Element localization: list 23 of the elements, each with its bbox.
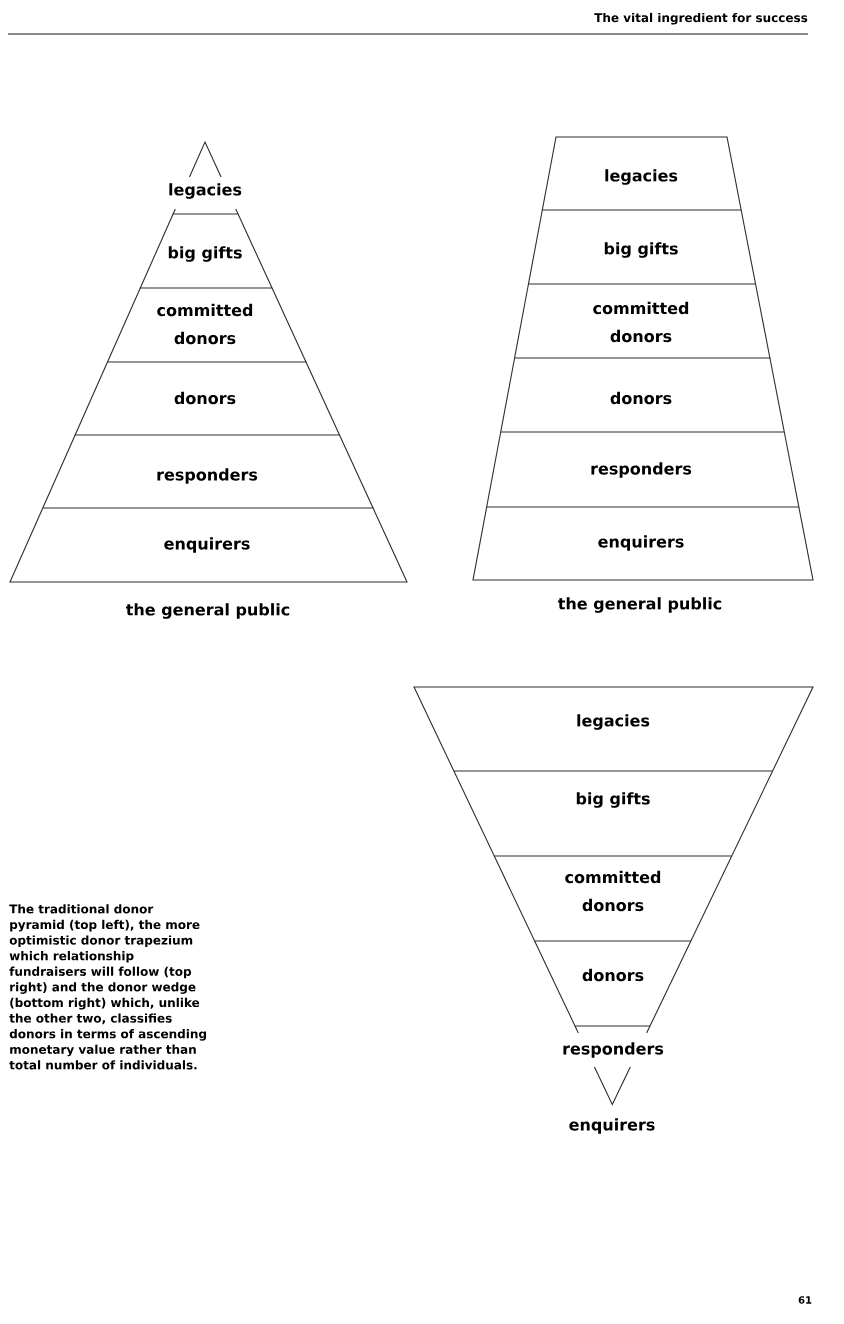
- wedge-tier: donors: [534, 940, 692, 1027]
- wedge-tier: committed donors: [493, 855, 733, 942]
- trapezium-tier: donors: [500, 357, 785, 433]
- pyramid-tier: legacies: [169, 140, 242, 215]
- page-number: 61: [798, 1296, 812, 1304]
- base-label: the general public: [557, 597, 722, 613]
- pyramid-tier: responders: [41, 434, 374, 509]
- wedge-tier: responders: [563, 1025, 664, 1058]
- pyramid-tier: enquirers: [9, 507, 408, 583]
- pyramid-tier: donors: [74, 361, 341, 436]
- pyramid-tier: big gifts: [139, 213, 273, 289]
- trapezium-tier: responders: [486, 431, 800, 508]
- trapezium-tier: legacies: [541, 136, 742, 211]
- trapezium-tier: big gifts: [527, 209, 757, 285]
- caption-text: The traditional donor pyramid (top left), the more optimistic donor trapezium which relationship fundraisers will follow (top right) and the donor wedge (bottom right) which, unlike the other two, classifies donors in terms of ascending monetary value rather than total number of individuals.: [9, 904, 206, 1070]
- base-label: the general public: [125, 603, 290, 619]
- pyramid-tier: committed donors: [106, 287, 307, 363]
- wedge-tier: big gifts: [453, 770, 774, 857]
- wedge-tier: legacies: [413, 686, 814, 772]
- wedge-tier: enquirers: [569, 1066, 655, 1134]
- running-header: The vital ingredient for success: [594, 12, 808, 25]
- trapezium-tier: committed donors: [513, 283, 771, 359]
- trapezium-tier: enquirers: [472, 506, 814, 581]
